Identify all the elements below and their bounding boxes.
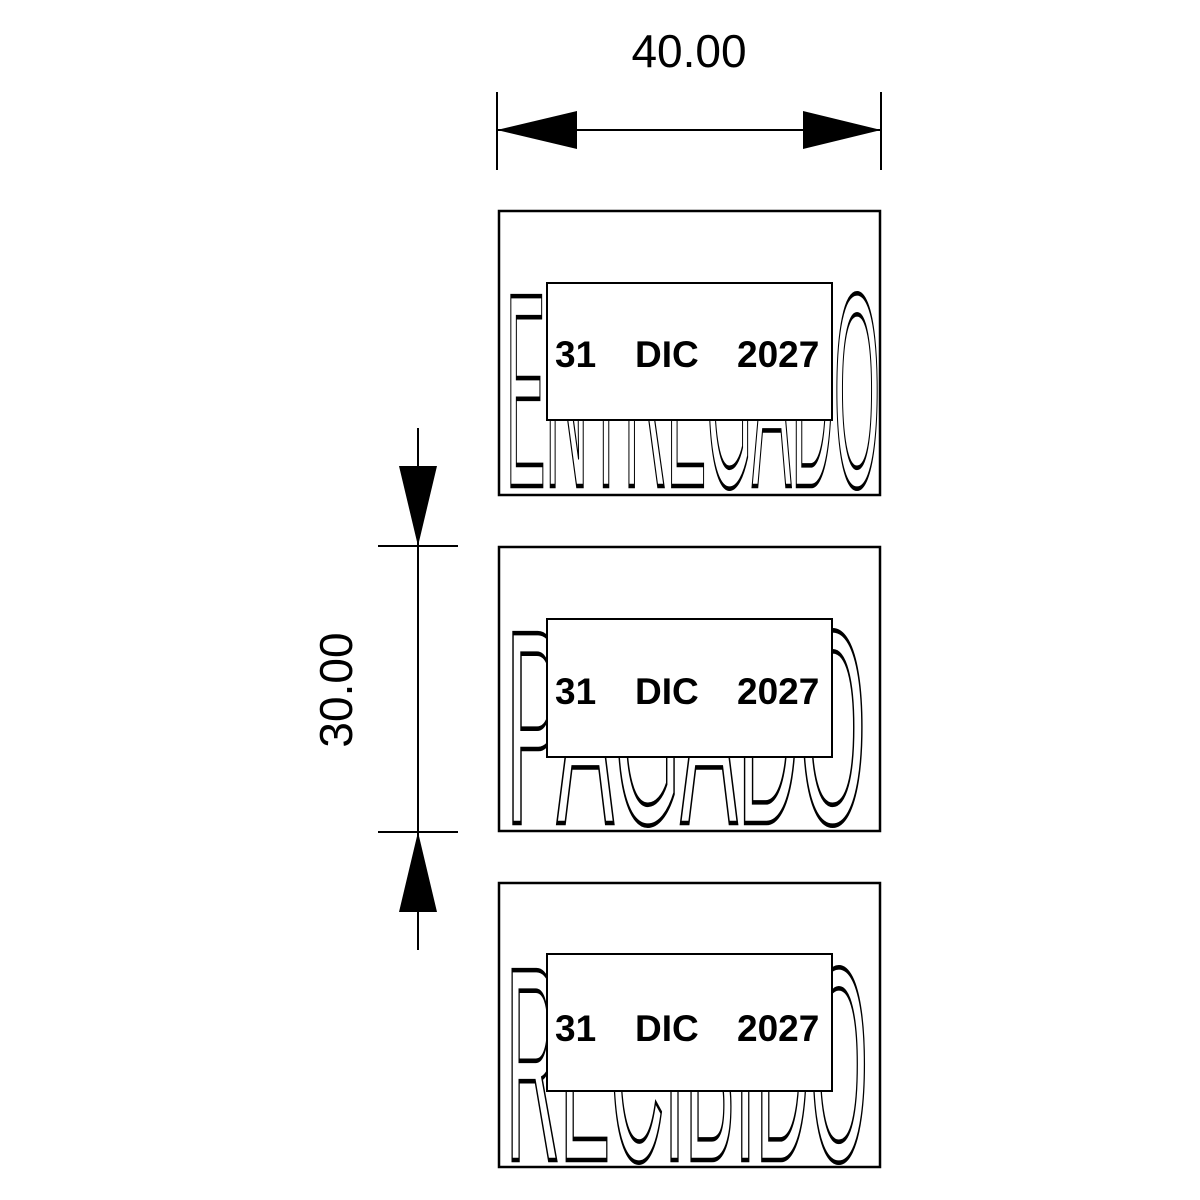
date-month: DIC bbox=[635, 334, 699, 375]
date-day: 31 bbox=[555, 671, 596, 712]
height-arrow-top bbox=[399, 466, 437, 546]
height-label: 30.00 bbox=[310, 632, 362, 747]
date-year: 2027 bbox=[737, 1008, 819, 1049]
date-day: 31 bbox=[555, 334, 596, 375]
date-year: 2027 bbox=[737, 671, 819, 712]
stamp-entregado: ENTREGADO 31 DIC 2027 bbox=[497, 209, 882, 547]
width-label: 40.00 bbox=[631, 25, 746, 77]
date-day: 31 bbox=[555, 1008, 596, 1049]
width-dimension: 40.00 bbox=[496, 25, 882, 170]
width-arrow-right bbox=[803, 111, 881, 149]
date-month: DIC bbox=[635, 671, 699, 712]
stamp-pagado: PAGADO 31 DIC 2027 bbox=[497, 545, 882, 884]
date-band bbox=[546, 953, 833, 1092]
date-month: DIC bbox=[635, 1008, 699, 1049]
date-band bbox=[546, 282, 833, 421]
height-dimension: 30.00 bbox=[310, 428, 458, 950]
width-arrow-left bbox=[497, 111, 577, 149]
height-arrow-bottom bbox=[399, 832, 437, 912]
date-year: 2027 bbox=[737, 334, 819, 375]
date-band bbox=[546, 618, 833, 758]
stamp-recibido: RECIBIDO 31 DIC 2027 bbox=[497, 881, 882, 1200]
